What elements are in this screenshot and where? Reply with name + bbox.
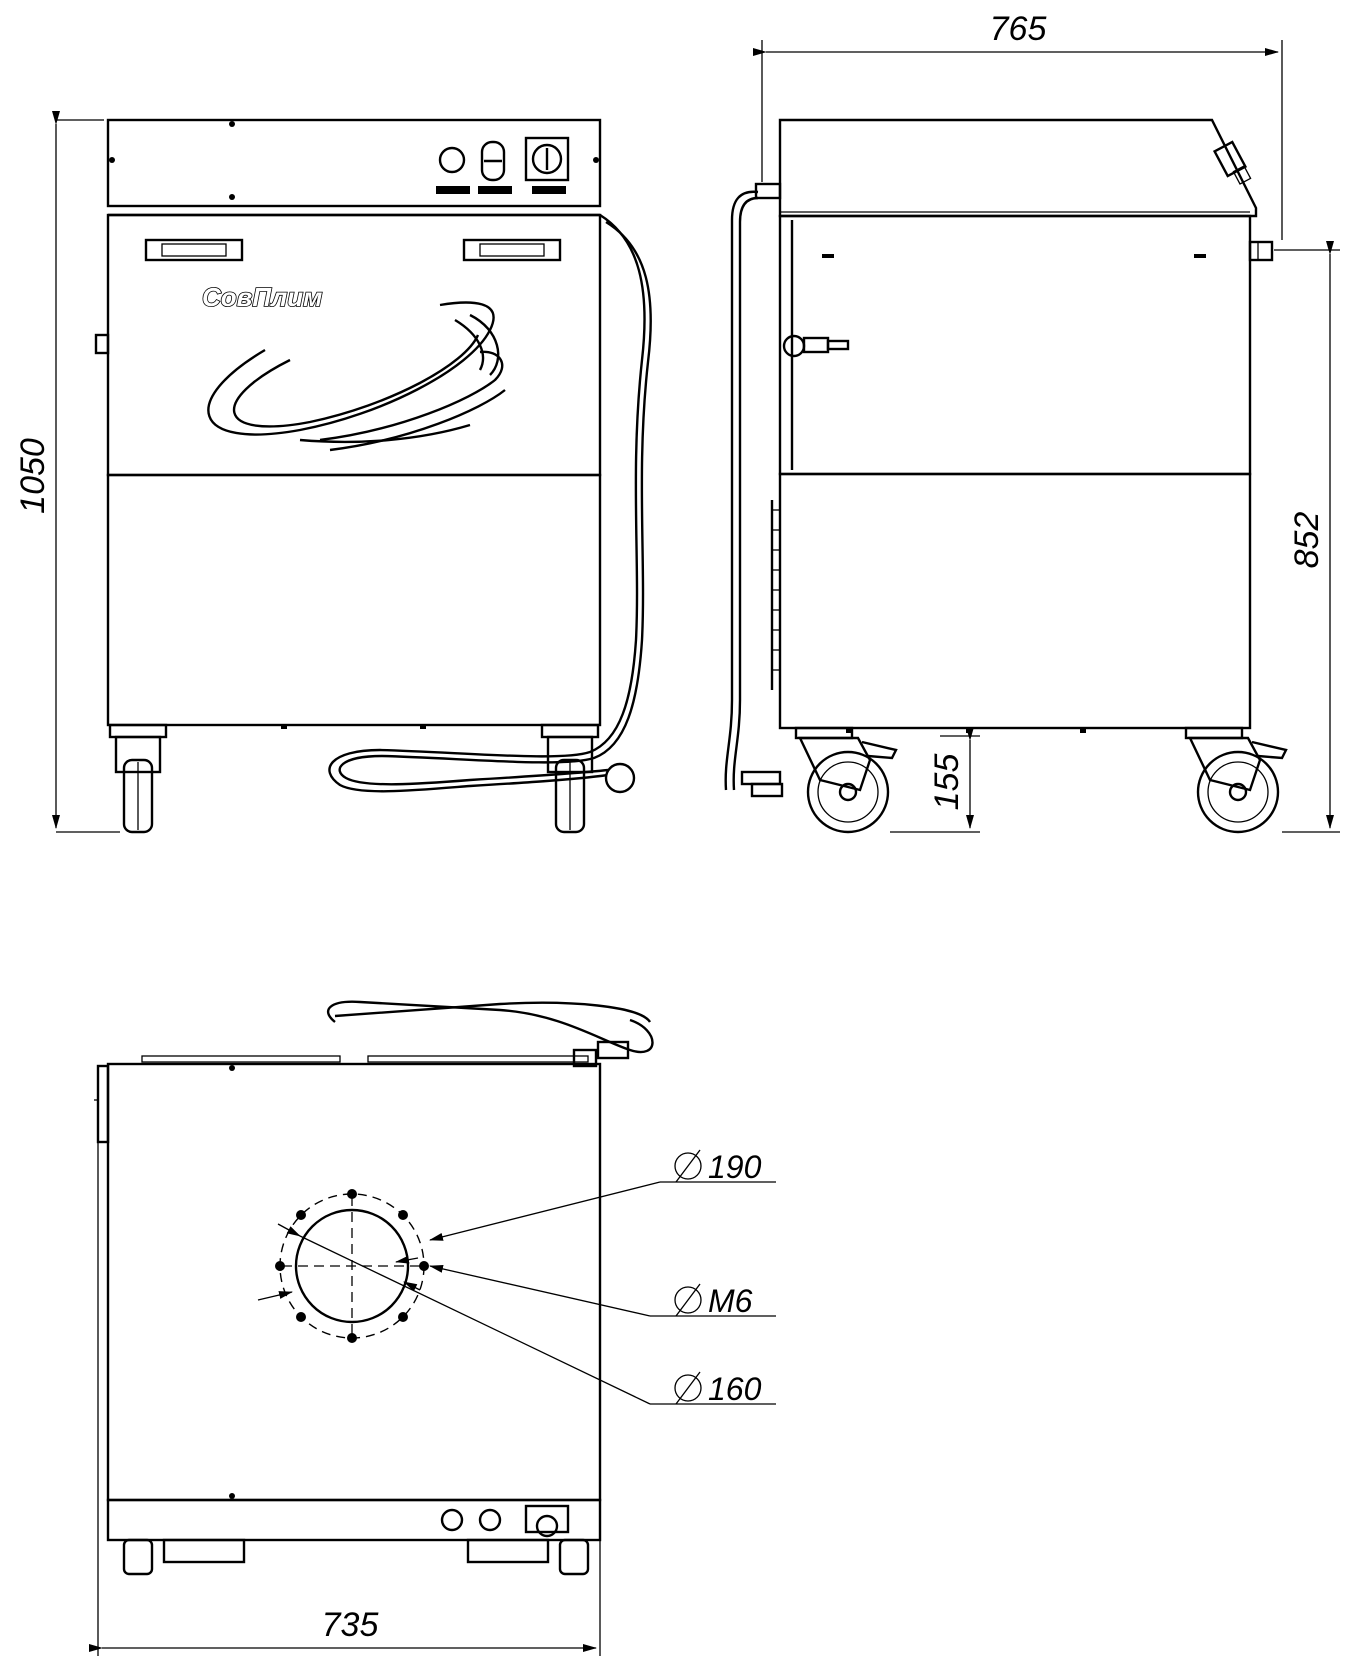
dimension-765-label: 765 (990, 10, 1047, 48)
handle-left (144, 238, 244, 262)
top-cable-plug (596, 1040, 630, 1060)
logo-swirl-icon (207, 301, 506, 452)
dimension-155-label: 155 (928, 754, 966, 811)
diameter-label-190: 190 (674, 1149, 762, 1185)
dimension-1050-label: 1050 (14, 438, 52, 514)
diameter-m6-text: M6 (708, 1283, 753, 1319)
side-latch-clamp (782, 334, 850, 358)
diameter-label-160: 160 (674, 1371, 762, 1407)
main-switch-icon (524, 136, 570, 182)
dimension-front-height: 1050 (14, 111, 120, 833)
side-view (724, 118, 1288, 834)
dimension-top-width: 735 (89, 1140, 601, 1656)
brand-logo-text: СовПлим (202, 282, 322, 312)
side-lower-panel (778, 472, 1252, 730)
caster-side-left (794, 726, 898, 834)
indicator-lamp-icon (438, 146, 466, 174)
dimension-side-depth: 765 (753, 10, 1283, 240)
top-body (106, 1062, 602, 1502)
diameter-symbol-icon (674, 1149, 702, 1183)
top-front-panel (106, 1498, 602, 1542)
rocker-switch-icon (480, 140, 506, 182)
control-panel (106, 118, 602, 208)
front-upper-panel (106, 213, 602, 477)
diameter-symbol-icon (674, 1371, 702, 1405)
side-switch-icon (1212, 140, 1248, 178)
diameter-label-m6: M6 (674, 1283, 753, 1319)
caster-front-left (108, 723, 168, 834)
diameter-symbol-icon (674, 1283, 702, 1317)
side-cable (724, 182, 784, 798)
caster-side-right (1184, 726, 1288, 834)
front-view: СовПлим (94, 118, 652, 834)
front-lower-panel (106, 473, 602, 727)
bottom-flange (275, 1189, 429, 1343)
top-handle-left (162, 1538, 246, 1564)
dimension-side-height: 852 (1274, 241, 1340, 833)
side-top-panel (778, 118, 1258, 218)
cable-plug-icon (604, 762, 636, 794)
dimension-735-label: 735 (322, 1606, 379, 1644)
diameter-190-text: 190 (708, 1149, 762, 1185)
handle-right (462, 238, 562, 262)
top-side-latch (96, 1064, 110, 1144)
side-connector (1248, 240, 1274, 262)
top-handle-right (466, 1538, 550, 1564)
dimension-852-label: 852 (1288, 512, 1326, 569)
side-vent-ribs (770, 500, 780, 690)
side-upper-panel (778, 214, 1252, 476)
dimension-wheel-height: 155 (890, 727, 980, 833)
top-cable (327, 1000, 654, 1068)
diameter-160-text: 160 (708, 1371, 762, 1407)
side-latch (94, 333, 110, 355)
cable-gland (754, 182, 782, 200)
opening-circle (294, 1208, 410, 1324)
top-view (94, 1000, 776, 1576)
power-cable (328, 213, 652, 794)
